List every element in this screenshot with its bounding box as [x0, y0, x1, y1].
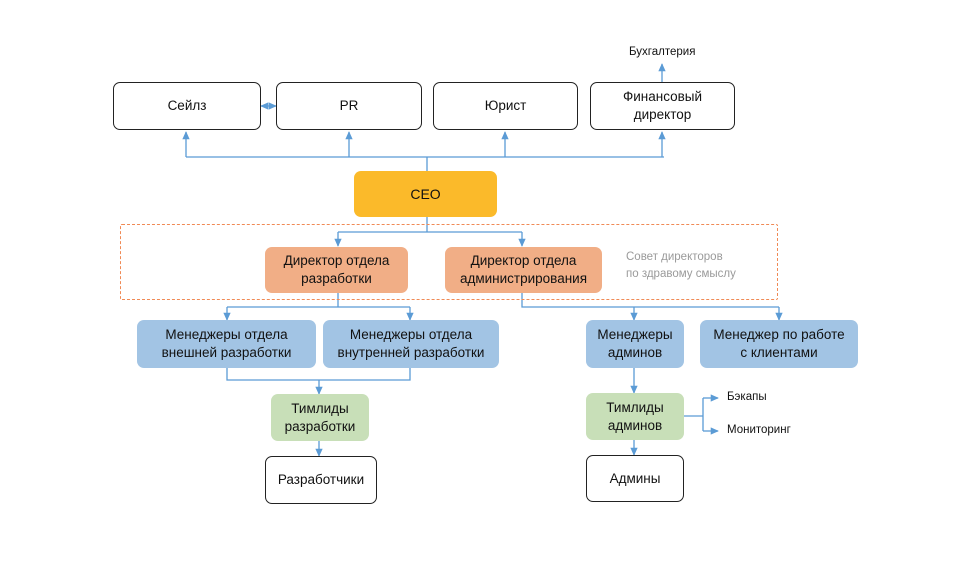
- connector-managers-leads: [226, 368, 411, 381]
- monitoring-label: Мониторинг: [727, 424, 791, 436]
- board-of-directors-frame: [120, 224, 778, 300]
- admin-director-box: Директор отдела администрирования: [445, 247, 602, 293]
- board-note: Совет директоров по здравому смыслу: [626, 251, 736, 280]
- developers-box: Разработчики: [265, 456, 377, 504]
- connector-ceo-top: [186, 156, 664, 171]
- admins-box: Админы: [586, 455, 684, 502]
- ceo-box: CEO: [354, 171, 497, 217]
- dev-leads-box: Тимлиды разработки: [271, 394, 369, 441]
- cfo-box: Финансовый директор: [590, 82, 735, 130]
- int-dev-managers-box: Менеджеры отдела внутренней разработки: [323, 320, 499, 368]
- pr-box: PR: [276, 82, 422, 130]
- sales-box: Сейлз: [113, 82, 261, 130]
- admin-leads-box: Тимлиды админов: [586, 393, 684, 440]
- ext-dev-managers-box: Менеджеры отдела внешней разработки: [137, 320, 316, 368]
- client-manager-box: Менеджер по работе с клиентами: [700, 320, 858, 368]
- admin-managers-box: Менеджеры админов: [586, 320, 684, 368]
- connector-dev-managers: [227, 293, 410, 308]
- connector-leads-tasks: [684, 398, 704, 431]
- accounting-label: Бухгалтерия: [629, 46, 696, 58]
- connector-ceo-directors: [338, 217, 522, 233]
- dev-director-box: Директор отдела разработки: [265, 247, 408, 293]
- lawyer-box: Юрист: [433, 82, 578, 130]
- backups-label: Бэкапы: [727, 391, 767, 403]
